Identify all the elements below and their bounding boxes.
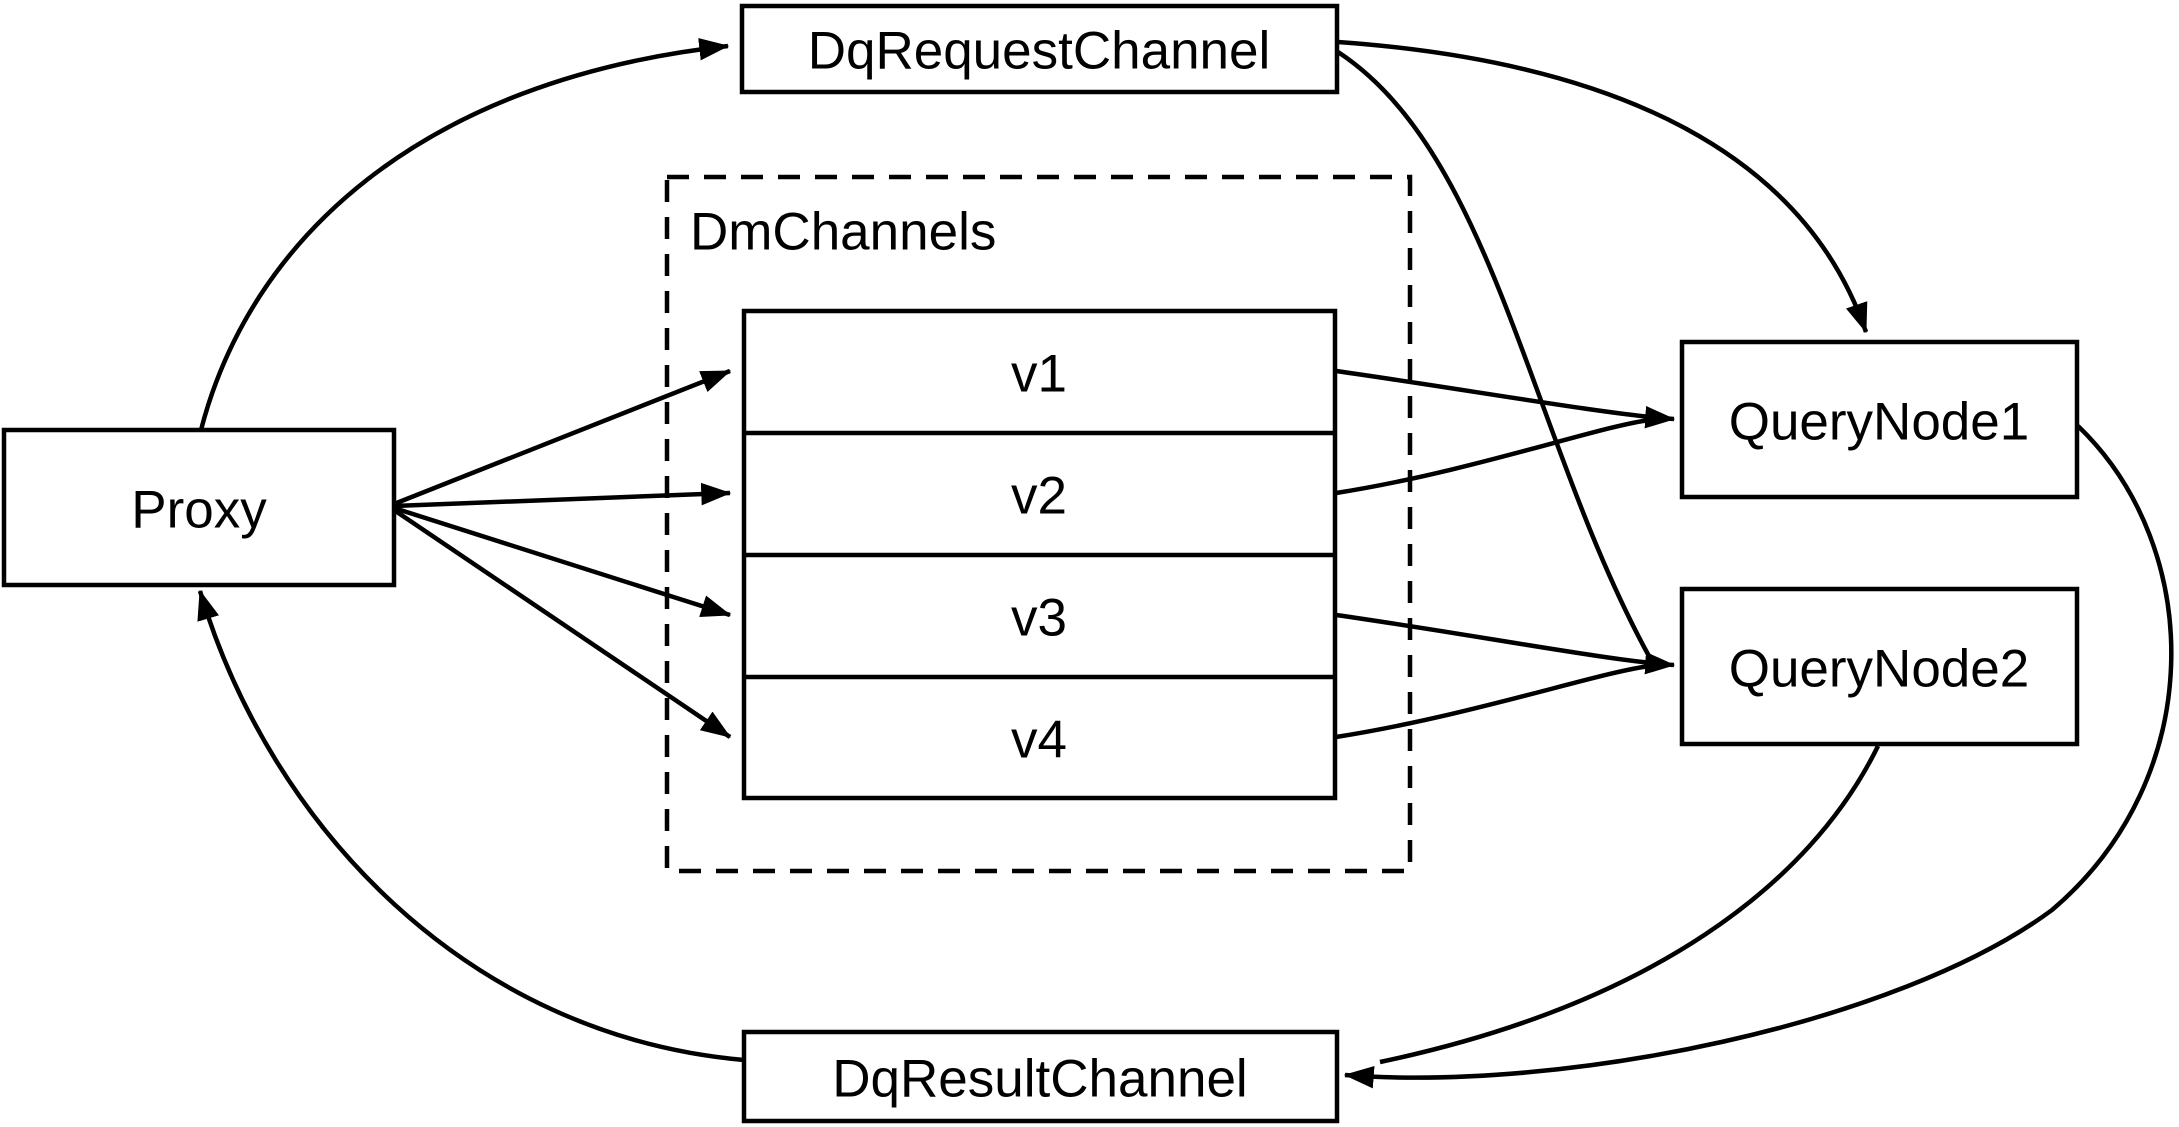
edge-proxy-to-v2 [393, 482, 732, 509]
edges [197, 37, 2174, 1089]
node-querynode2: QueryNode2 [1679, 586, 2080, 747]
node-dqrequestchannel: DqRequestChannel [739, 3, 1340, 95]
channel-v1-label: v1 [1011, 345, 1067, 404]
edge-dqrequestchannel-to-querynode2 [1336, 50, 1652, 660]
node-dqresultchannel: DqResultChannel [741, 1029, 1340, 1124]
edge-dqrequestchannel-to-querynode1 [1337, 39, 1869, 334]
dqresultchannel-box [741, 1029, 1340, 1124]
dqresultchannel-label: DqResultChannel [832, 1050, 1247, 1109]
channel-v4-label: v4 [1011, 711, 1067, 770]
edge-v4-to-querynode2 [1335, 663, 1651, 740]
proxy-box [1, 427, 397, 588]
edge-proxy-to-v1 [393, 368, 732, 507]
dmchannels-border [664, 174, 1413, 874]
querynode1-label: QueryNode1 [1729, 393, 2030, 452]
node-querynode1: QueryNode1 [1679, 339, 2080, 500]
edge-v2-to-querynode1 [1335, 417, 1651, 496]
dmchannels-label: DmChannels [690, 203, 996, 262]
node-channel-stack: v1 v2 v3 v4 [741, 308, 1338, 801]
edge-proxy-to-dqrequestchannel [198, 37, 730, 431]
group-dmchannels: DmChannels [664, 174, 1413, 874]
edge-v1-to-querynode1 [1335, 368, 1676, 429]
edge-querynode1-to-dqresultchannel [1343, 424, 2174, 1089]
dqrequestchannel-label: DqRequestChannel [808, 22, 1271, 81]
edge-proxy-to-v3 [393, 505, 732, 618]
proxy-label: Proxy [131, 481, 267, 540]
edge-querynode2-to-dqresultchannel [1379, 745, 1881, 1065]
querynode2-label: QueryNode2 [1729, 640, 2030, 699]
dqrequestchannel-box [739, 3, 1340, 95]
querynode2-box [1679, 586, 2080, 747]
edge-proxy-to-v4 [392, 508, 732, 739]
querynode1-box [1679, 339, 2080, 500]
node-proxy: Proxy [1, 427, 397, 588]
edge-dqresultchannel-to-proxy [197, 589, 745, 1063]
channel-v2-label: v2 [1011, 467, 1067, 526]
channel-v3-label: v3 [1011, 589, 1067, 648]
edge-v3-to-querynode2 [1335, 612, 1676, 675]
